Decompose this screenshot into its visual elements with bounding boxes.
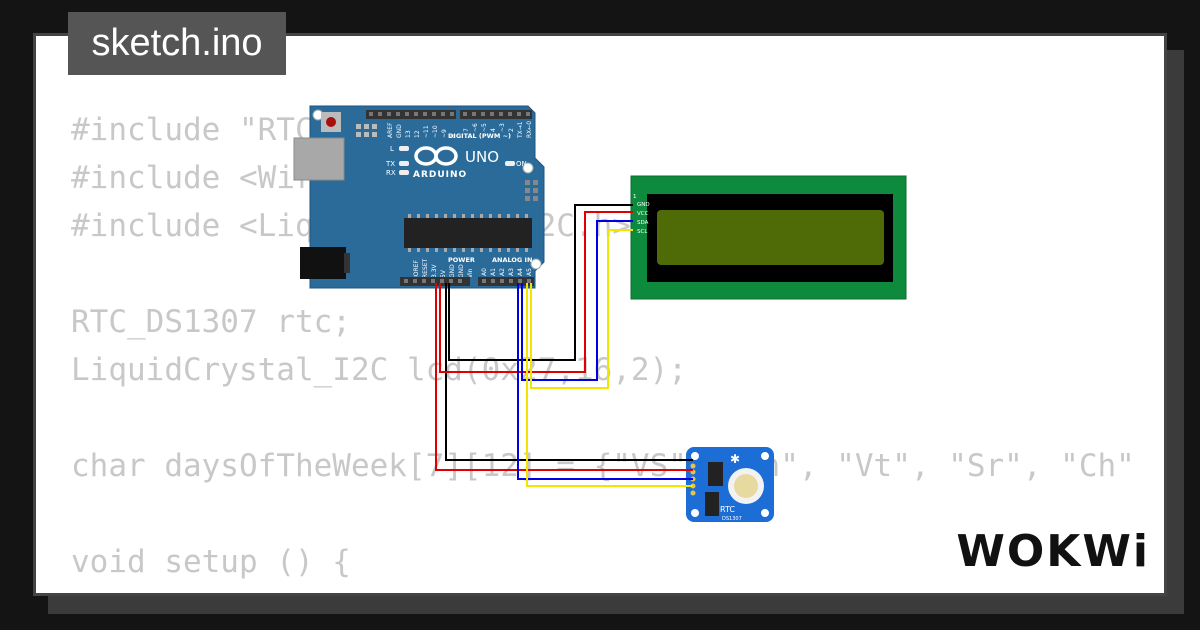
mounting-hole (691, 509, 699, 517)
pin-label: 8 (450, 134, 457, 138)
wokwi-logo: WOKWi (956, 526, 1150, 577)
svg-text:1: 1 (633, 194, 637, 200)
wire-scl-lcd[interactable] (530, 229, 633, 389)
file-tab[interactable]: sketch.ino (68, 12, 286, 75)
rtc-chip (708, 462, 723, 486)
pin-label: ~3 (499, 123, 506, 132)
icsp-header-right (525, 180, 538, 201)
pin-label: A4 (517, 268, 524, 276)
mounting-hole (761, 509, 769, 517)
lcd-pin-label: VCC (637, 211, 649, 217)
power-jack (300, 247, 346, 279)
pin-label: TX→1 (517, 121, 524, 139)
battery-icon (734, 474, 758, 498)
wire-gnd-lcd[interactable] (448, 204, 633, 361)
code-line: LiquidCrystal_I2C lcd(0x27,16,2); (71, 352, 687, 388)
rtc-ds1307-module[interactable]: ✱ RTC DS1307 (686, 447, 774, 522)
led-label: ON (516, 160, 527, 168)
lcd-pin-label: GND (637, 202, 650, 208)
led-l (399, 146, 409, 151)
pin-label: A1 (490, 268, 497, 276)
pin-label: A5 (526, 268, 533, 276)
led-rx (399, 170, 409, 175)
arduino-logo-icon (414, 146, 458, 166)
wires (435, 204, 693, 487)
pin-label: ~11 (423, 125, 430, 138)
led-label: RX (386, 169, 396, 177)
pin-label: 13 (405, 130, 412, 138)
pin-label: 7 (463, 128, 470, 132)
digital-header-right (460, 110, 532, 119)
pin-label: RESET (422, 258, 429, 278)
pin-label: 5V (440, 269, 447, 278)
pin-label: ~6 (472, 123, 479, 132)
wire-vcc-lcd[interactable] (439, 211, 633, 373)
atmega-chip (404, 218, 532, 248)
rtc-label: RTC (720, 505, 735, 514)
pin-label: A0 (481, 268, 488, 276)
analog-header (478, 277, 534, 286)
code-line: void setup () { (71, 544, 351, 580)
pin-label: ~5 (481, 123, 488, 132)
wire-sda-lcd[interactable] (521, 220, 633, 381)
analog-label: ANALOG IN (492, 256, 532, 264)
mounting-hole (522, 162, 534, 174)
digital-label: DIGITAL (PWM ~) (448, 132, 511, 140)
board-model: UNO (465, 148, 499, 166)
led-tx (399, 161, 409, 166)
mounting-hole (761, 452, 769, 460)
lcd-screen (657, 210, 884, 265)
pin-label: A3 (508, 268, 515, 276)
pin-label: Vin (467, 268, 474, 278)
pin-label: 2 (508, 128, 515, 132)
pin-label: RX←0 (526, 121, 533, 138)
lcd-1602-i2c[interactable]: 1 GND VCC SDA SCL (630, 175, 907, 300)
rtc-chip-label: DS1307 (722, 516, 742, 522)
pin-label: 3.3V (431, 263, 438, 278)
lcd-pin-label: SDA (637, 220, 649, 226)
pin-label: ~10 (432, 125, 439, 138)
star-icon: ✱ (730, 452, 740, 466)
wire-vcc-rtc[interactable] (435, 283, 693, 471)
digital-header-left (366, 110, 456, 119)
code-line: Serial.begin(115200); (71, 586, 1131, 593)
power-label: POWER (448, 256, 475, 264)
arduino-uno-board[interactable]: AREF GND 13 12 ~11 ~10 ~9 8 7 ~6 ~5 4 ~3… (293, 105, 545, 289)
wire-scl-rtc[interactable] (526, 283, 693, 487)
pin-label: 4 (490, 128, 497, 132)
led-on (505, 161, 515, 166)
led-label: L (390, 145, 394, 153)
lcd-pin-label: SCL (637, 229, 648, 235)
rtc-crystal (705, 492, 719, 516)
pin-label: A2 (499, 268, 506, 276)
usb-port (293, 137, 345, 181)
mounting-hole (691, 452, 699, 460)
code-line: RTC_DS1307 rtc; (71, 304, 351, 340)
pin-label: IOREF (413, 260, 420, 278)
pin-label: ~9 (441, 129, 448, 138)
board-brand: ARDUINO (413, 170, 467, 180)
pin-label: 12 (414, 130, 421, 138)
wire-gnd-rtc[interactable] (445, 283, 693, 461)
mounting-hole (530, 258, 542, 270)
pin-label: GND (458, 264, 465, 278)
pin-label: AREF (387, 122, 394, 138)
wire-sda-rtc[interactable] (517, 283, 693, 480)
pin-label: GND (396, 124, 403, 138)
pin-label: GND (449, 264, 456, 278)
icsp-header (356, 124, 377, 137)
led-label: TX (385, 160, 395, 168)
